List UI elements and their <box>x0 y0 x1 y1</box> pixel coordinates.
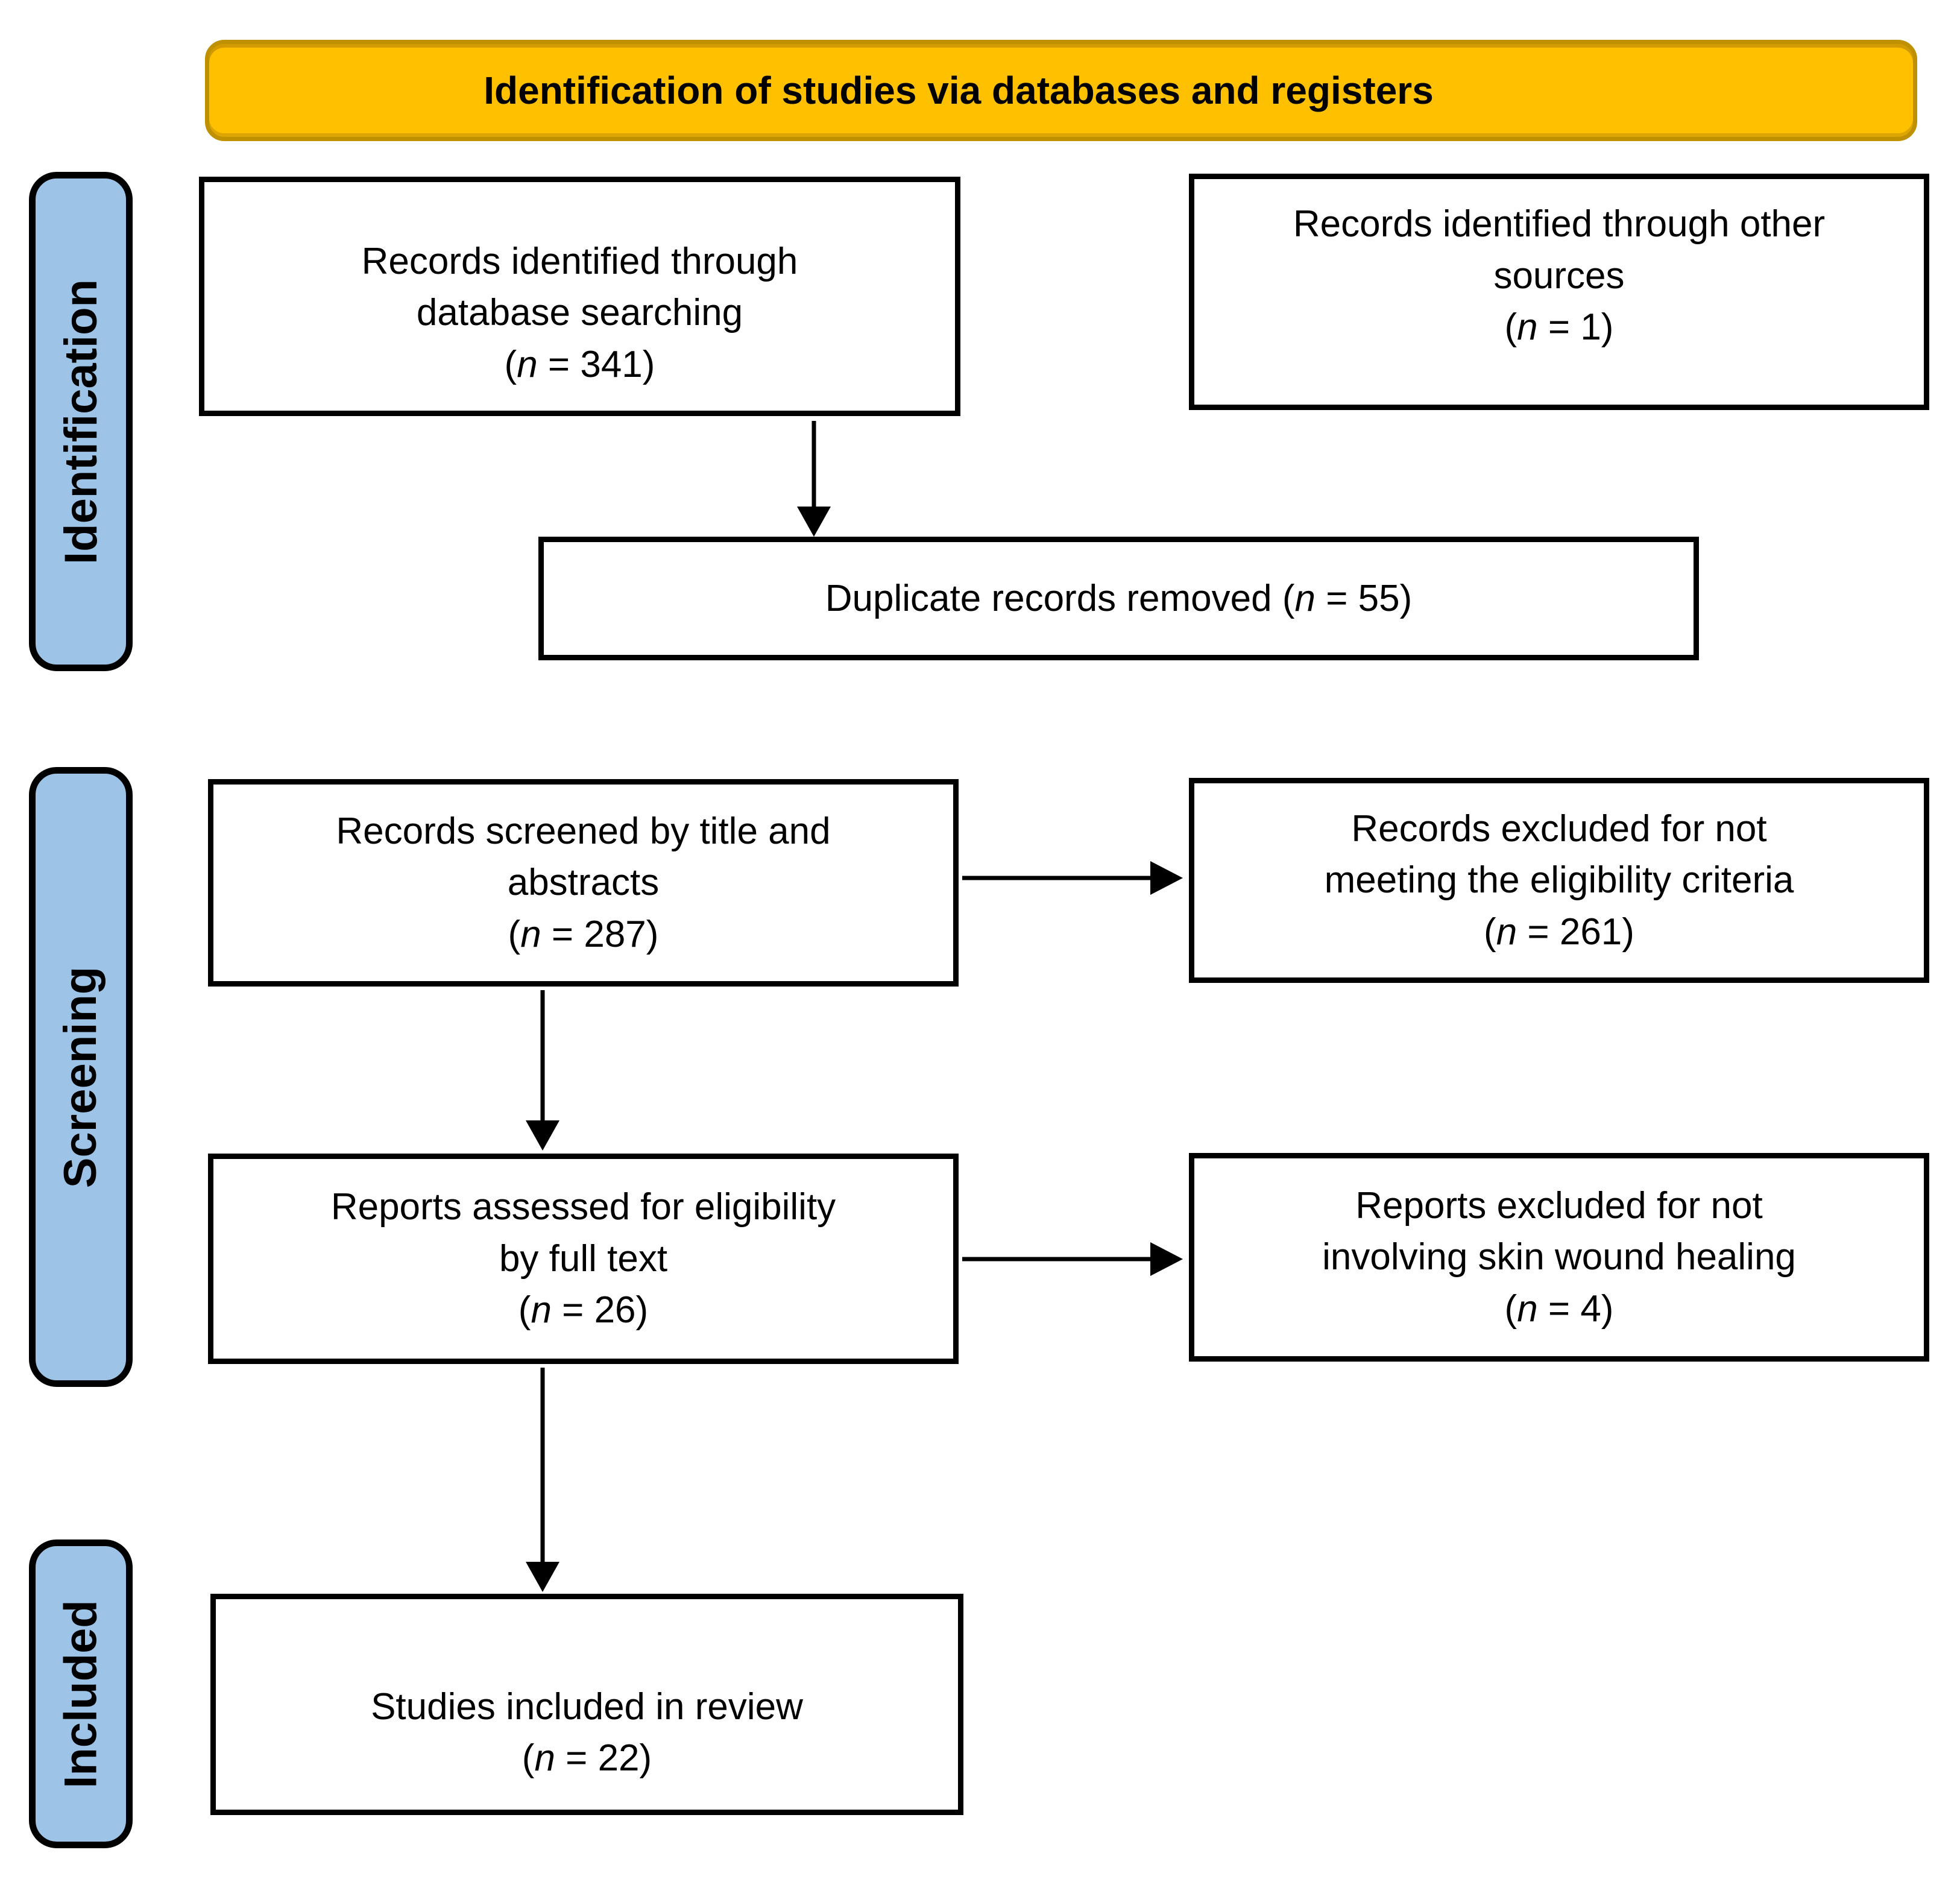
arrow-assessed-to-included-head <box>526 1562 559 1592</box>
diagram-title: Identification of studies via databases … <box>484 69 1434 112</box>
arrow-database-to-duplicates <box>797 421 831 537</box>
arrow-screened-to-assessed-head <box>526 1120 559 1151</box>
arrow-database-to-duplicates-head <box>797 507 831 537</box>
title-banner: Identification of studies via databases … <box>205 40 1917 141</box>
stage-label-included: Included <box>29 1539 133 1848</box>
stage-label-screening: Screening <box>29 767 133 1387</box>
arrow-screened-to-assessed <box>526 990 559 1151</box>
box-studies-included: Studies included in review(n = 22) <box>210 1594 963 1815</box>
arrow-assessed-to-excluded-head <box>1150 1242 1183 1276</box>
stage-label-identification-text: Identification <box>55 279 107 564</box>
box-studies-included-text: Studies included in review(n = 22) <box>371 1685 803 1779</box>
stage-label-identification: Identification <box>29 172 133 671</box>
arrow-screened-to-excluded-head <box>1150 861 1183 895</box>
arrow-assessed-to-included <box>526 1368 559 1592</box>
stage-label-screening-text: Screening <box>55 966 107 1188</box>
arrow-assessed-to-excluded <box>962 1242 1183 1276</box>
arrow-screened-to-excluded <box>962 861 1183 895</box>
stage-label-included-text: Included <box>55 1599 107 1789</box>
box-duplicate-records-removed: Duplicate records removed (n = 55) <box>538 537 1699 660</box>
box-duplicate-records-removed-text: Duplicate records removed (n = 55) <box>825 577 1413 619</box>
